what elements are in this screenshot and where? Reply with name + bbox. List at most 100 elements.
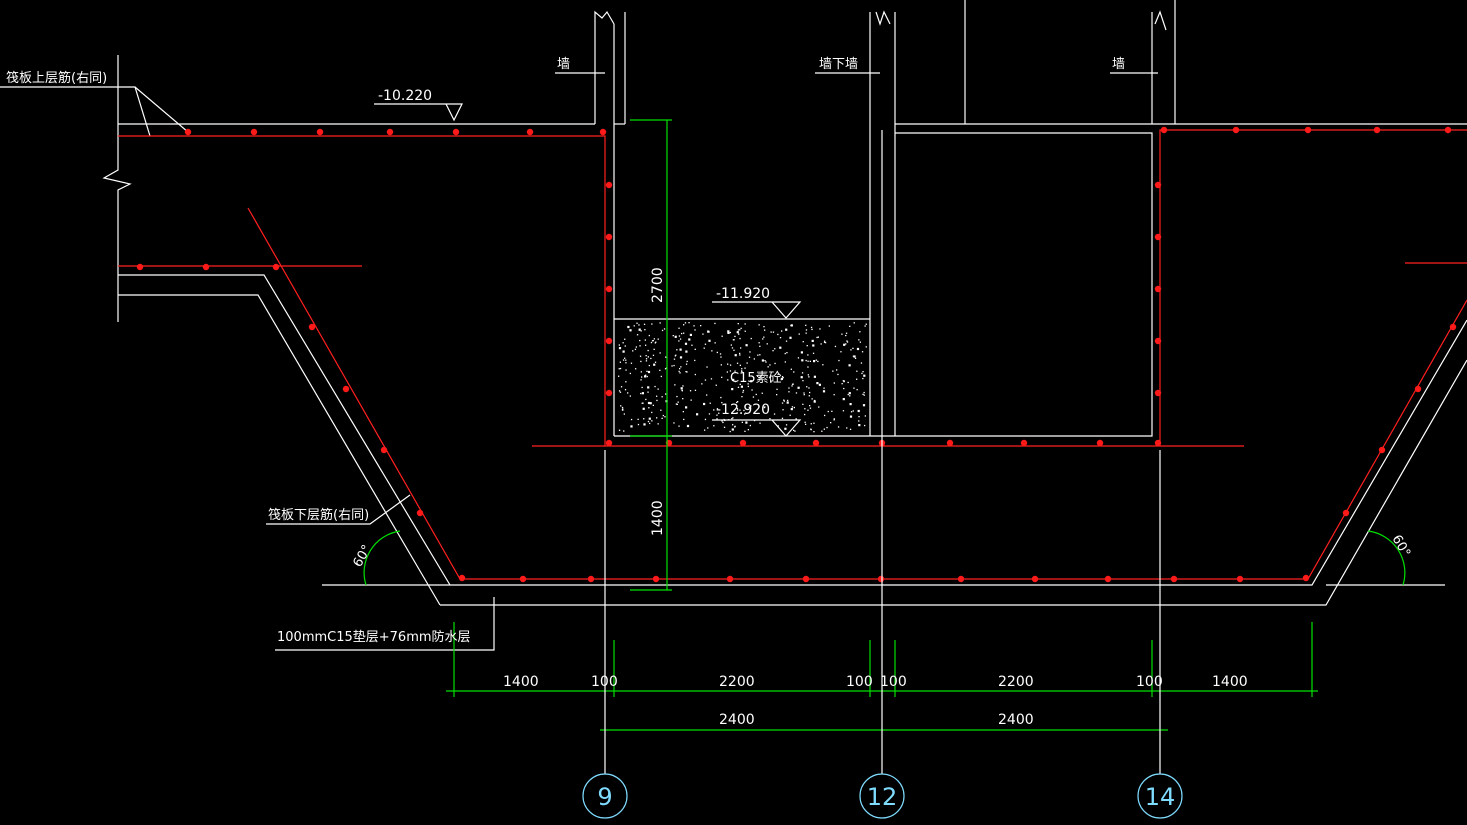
dimension-vertical-upper: 2700 bbox=[650, 267, 666, 303]
hatch-speck bbox=[673, 422, 675, 424]
hatch-speck bbox=[783, 400, 785, 402]
hatch-speck bbox=[674, 355, 676, 357]
hatch-speck bbox=[731, 388, 734, 391]
elevation-marks bbox=[374, 103, 802, 437]
hatch-speck bbox=[751, 389, 753, 391]
elevation-pit-lower: -12.920 bbox=[716, 402, 770, 418]
hatch-speck bbox=[758, 342, 760, 344]
hatch-speck bbox=[642, 407, 645, 410]
hatch-speck bbox=[793, 371, 795, 373]
axis-label-12: 12 bbox=[867, 783, 898, 811]
hatch-speck bbox=[848, 364, 851, 367]
hatch-speck bbox=[856, 389, 858, 391]
rebar-dot bbox=[1232, 126, 1240, 134]
hatch-speck bbox=[759, 354, 761, 356]
hatch-speck bbox=[700, 325, 702, 327]
hatch-speck bbox=[640, 392, 642, 395]
hatch-speck bbox=[769, 364, 771, 366]
hatch-speck bbox=[653, 348, 655, 350]
hatch-speck bbox=[618, 390, 621, 392]
hatch-speck bbox=[696, 413, 699, 416]
hatch-speck bbox=[625, 362, 627, 364]
rebar-dot bbox=[1154, 439, 1162, 447]
hatch-speck bbox=[813, 360, 816, 363]
hatch-speck bbox=[745, 344, 748, 347]
hatch-speck bbox=[845, 343, 847, 345]
hatch-speck bbox=[641, 392, 644, 395]
rebar-dot bbox=[605, 389, 613, 397]
hatch-speck bbox=[693, 325, 695, 327]
hatch-speck bbox=[786, 401, 789, 404]
hatch-speck bbox=[782, 377, 784, 379]
hatch-speck bbox=[732, 417, 734, 419]
rebar-dot bbox=[136, 263, 144, 271]
hatch-speck bbox=[721, 335, 723, 337]
rebar-dot bbox=[1154, 285, 1162, 293]
hatch-speck bbox=[763, 326, 765, 328]
hatch-speck bbox=[678, 425, 680, 427]
hatch-speck bbox=[737, 329, 740, 331]
hatch-speck bbox=[739, 352, 741, 355]
hatch-speck bbox=[665, 356, 667, 358]
hatch-speck bbox=[710, 378, 713, 380]
hatch-speck bbox=[672, 335, 674, 337]
hatch-speck bbox=[840, 351, 842, 353]
rebar-dot bbox=[250, 128, 258, 136]
hatch-speck bbox=[824, 342, 827, 344]
hatch-speck bbox=[622, 409, 624, 411]
hatch-speck bbox=[704, 343, 707, 345]
hatch-speck bbox=[723, 426, 726, 428]
hatch-speck bbox=[639, 345, 641, 347]
hatch-speck bbox=[665, 393, 667, 395]
hatch-speck bbox=[731, 347, 734, 349]
hatch-speck bbox=[805, 332, 807, 334]
hatch-speck bbox=[780, 377, 783, 380]
hatch-speck bbox=[651, 411, 653, 414]
rebar-dot bbox=[599, 128, 607, 136]
hatch-speck bbox=[677, 401, 679, 403]
hatch-speck bbox=[823, 341, 826, 343]
hatch-speck bbox=[807, 374, 809, 376]
hatch-speck bbox=[618, 344, 620, 346]
hatch-speck bbox=[764, 329, 766, 331]
hatch-speck bbox=[689, 333, 692, 336]
rebar-dot bbox=[184, 128, 192, 136]
hatch-speck bbox=[752, 396, 755, 398]
rebar-dot bbox=[1160, 126, 1168, 134]
hatch-speck bbox=[736, 412, 738, 414]
hatch-speck bbox=[770, 331, 772, 333]
hatch-speck bbox=[733, 339, 735, 341]
hatch-speck bbox=[865, 323, 867, 325]
label-fill-material: C15素砼 bbox=[730, 371, 782, 386]
hatch-speck bbox=[685, 363, 688, 365]
hatch-speck bbox=[762, 338, 764, 340]
rebar-dot bbox=[1373, 126, 1381, 134]
hatch-speck bbox=[863, 391, 865, 394]
rebar-dot bbox=[1449, 323, 1457, 331]
hatch-speck bbox=[807, 360, 809, 362]
hatch-speck bbox=[755, 393, 757, 396]
hatch-speck bbox=[636, 322, 638, 324]
hatch-speck bbox=[809, 360, 811, 362]
rebar-dot bbox=[605, 439, 613, 447]
hatch-speck bbox=[690, 399, 692, 401]
hatch-speck bbox=[689, 390, 692, 392]
hatch-speck bbox=[781, 376, 784, 378]
hatch-speck bbox=[816, 382, 819, 385]
hatch-speck bbox=[746, 362, 748, 364]
hatch-speck bbox=[806, 345, 808, 347]
hatch-speck bbox=[837, 373, 839, 376]
hatch-speck bbox=[744, 367, 746, 369]
hatch-speck bbox=[786, 352, 788, 354]
dimension-row1-7: 1400 bbox=[1212, 674, 1248, 690]
hatch-speck bbox=[703, 402, 706, 406]
hatch-speck bbox=[734, 380, 737, 383]
elevation-pit-upper: -11.920 bbox=[716, 286, 770, 302]
hatch-speck bbox=[776, 394, 778, 396]
hatch-speck bbox=[645, 355, 647, 357]
hatch-speck bbox=[784, 427, 787, 430]
hatch-speck bbox=[824, 340, 826, 342]
hatch-speck bbox=[849, 395, 851, 397]
rebar-dot bbox=[342, 385, 350, 393]
hatch-speck bbox=[787, 399, 789, 402]
